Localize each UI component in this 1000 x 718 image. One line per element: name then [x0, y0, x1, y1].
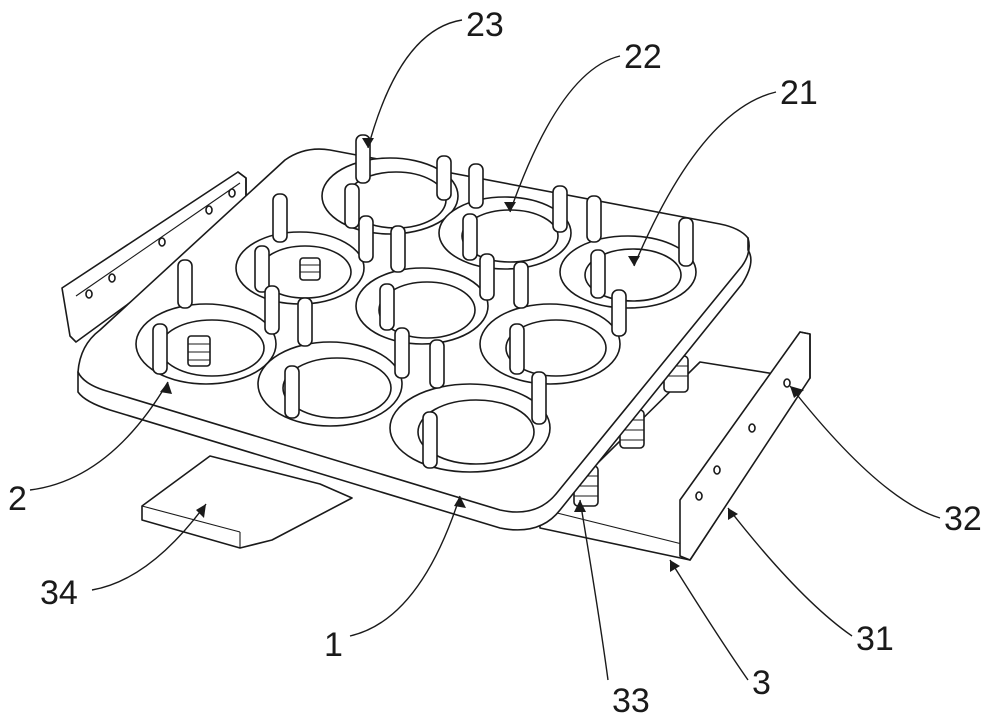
ring: [480, 304, 620, 384]
ring: [560, 236, 696, 308]
ring: [439, 197, 571, 269]
label-31: 31: [856, 620, 894, 658]
label-21: 21: [780, 74, 818, 112]
label-33: 33: [612, 682, 650, 718]
ring: [258, 342, 402, 426]
label-22: 22: [624, 38, 662, 76]
label-23: 23: [466, 6, 504, 44]
label-2: 2: [8, 480, 27, 518]
label-1: 1: [324, 626, 343, 664]
label-3: 3: [752, 664, 771, 702]
ring: [390, 384, 550, 472]
ring: [356, 268, 488, 344]
label-32: 32: [944, 500, 982, 538]
label-34: 34: [40, 574, 78, 612]
